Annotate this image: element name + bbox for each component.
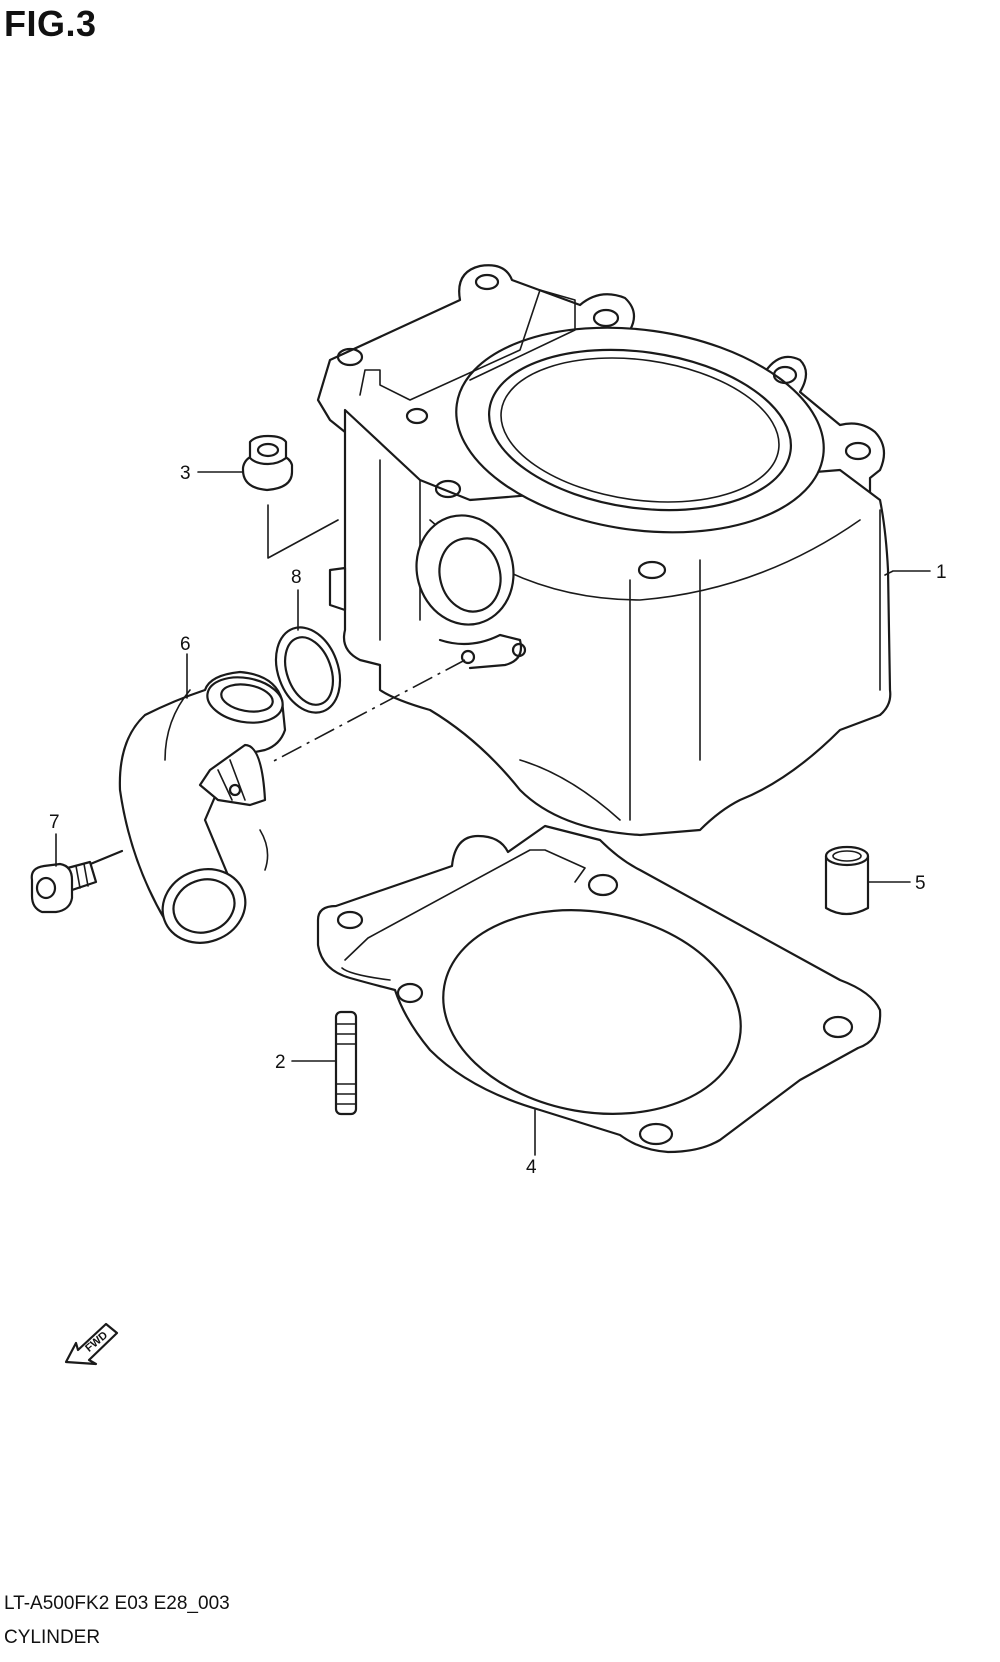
callout-4-label[interactable]: 4 <box>526 1157 537 1178</box>
figure-title: FIG.3 <box>4 3 97 44</box>
callout-2-label[interactable]: 2 <box>275 1052 286 1073</box>
nut-part[interactable] <box>241 434 294 492</box>
callout-8-label[interactable]: 8 <box>291 567 302 588</box>
gasket-part[interactable] <box>316 824 882 1154</box>
callout-1-label[interactable]: 1 <box>936 562 947 583</box>
fwd-arrow-icon: FWD <box>64 1322 119 1366</box>
cylinder-part[interactable] <box>316 264 892 837</box>
diagram-code: LT-A500FK2 E03 E28_003 <box>4 1593 230 1614</box>
nut-bracket-line <box>267 504 339 559</box>
diagram-name: CYLINDER <box>4 1627 101 1648</box>
stud-part[interactable] <box>334 1010 358 1116</box>
callout-leaders <box>55 471 931 1156</box>
callout-3-label[interactable]: 3 <box>180 463 191 484</box>
callout-5-label[interactable]: 5 <box>915 873 926 894</box>
callout-6-label[interactable]: 6 <box>180 634 191 655</box>
bolt-part[interactable] <box>30 849 124 914</box>
dowel-pin-part[interactable] <box>824 845 870 916</box>
inlet-pipe-part[interactable] <box>118 670 287 954</box>
callout-7-label[interactable]: 7 <box>49 812 60 833</box>
o-ring-part[interactable] <box>265 618 351 721</box>
